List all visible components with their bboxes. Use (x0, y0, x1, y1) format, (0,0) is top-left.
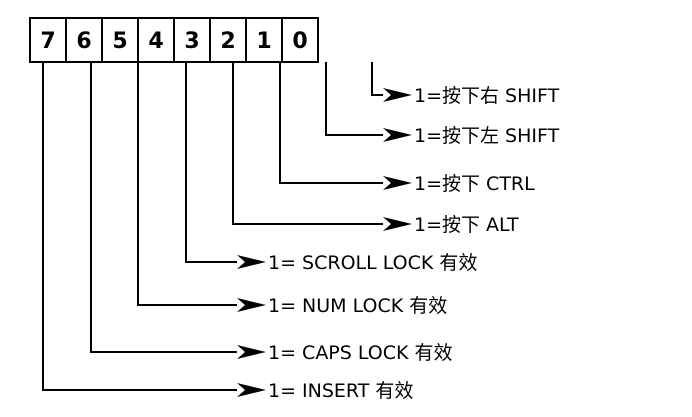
arrow-head-icon (383, 128, 412, 142)
arrow-head-icon (237, 298, 266, 312)
bit-3-connector: 1=按下 ALT (232, 62, 519, 236)
bit-7-meaning: 1= INSERT 有效 (268, 380, 413, 402)
bit-cell-0 (281, 17, 319, 63)
bit-cell-3 (173, 17, 211, 63)
bit-cell-7 (29, 17, 67, 63)
bit-4-connector: 1= SCROLL LOCK 有效 (185, 62, 477, 274)
bit-number-0: 0 (292, 29, 307, 54)
arrow-head-icon (237, 255, 266, 269)
bit-number-2: 2 (220, 29, 235, 54)
bit-4-meaning: 1= SCROLL LOCK 有效 (268, 252, 477, 274)
bit-6-meaning: 1= CAPS LOCK 有效 (268, 342, 453, 364)
bit-number-6: 6 (76, 29, 91, 54)
arrow-head-icon (383, 88, 412, 102)
bit-2-meaning: 1=按下 CTRL (414, 173, 535, 195)
bit-number-5: 5 (112, 29, 127, 54)
leader-line-bit-6 (90, 62, 237, 353)
bit-0-meaning: 1=按下右 SHIFT (414, 85, 560, 107)
bit-3-meaning: 1=按下 ALT (414, 214, 519, 236)
leader-line-bit-2 (279, 62, 383, 184)
bit-6-connector: 1= CAPS LOCK 有效 (90, 62, 453, 364)
bit-cell-6 (65, 17, 103, 63)
bit-7-connector: 1= INSERT 有效 (42, 62, 413, 402)
bit-1-connector: 1=按下左 SHIFT (325, 62, 560, 147)
bit-number-7: 7 (40, 29, 55, 54)
bit-5-connector: 1= NUM LOCK 有效 (137, 62, 447, 317)
leader-line-bit-0 (371, 62, 383, 96)
bit-2-connector: 1=按下 CTRL (279, 62, 535, 195)
bit-number-3: 3 (184, 29, 199, 54)
arrow-head-icon (237, 345, 266, 359)
arrow-head-icon (383, 176, 412, 190)
register-row: 7 6 5 4 3 2 1 0 (29, 17, 319, 63)
leader-line-bit-1 (325, 62, 383, 136)
leader-line-bit-4 (185, 62, 237, 263)
leader-line-bit-3 (232, 62, 383, 225)
bit-number-4: 4 (148, 29, 163, 54)
leader-line-bit-5 (137, 62, 237, 306)
bit-cell-1 (245, 17, 283, 63)
bit-0-connector: 1=按下右 SHIFT (371, 62, 560, 107)
arrow-head-icon (237, 383, 266, 397)
leader-line-bit-7 (42, 62, 237, 391)
bit-number-1: 1 (256, 29, 271, 54)
bit-cell-5 (101, 17, 139, 63)
bit-1-meaning: 1=按下左 SHIFT (414, 125, 560, 147)
bit-5-meaning: 1= NUM LOCK 有效 (268, 295, 447, 317)
arrow-head-icon (383, 217, 412, 231)
